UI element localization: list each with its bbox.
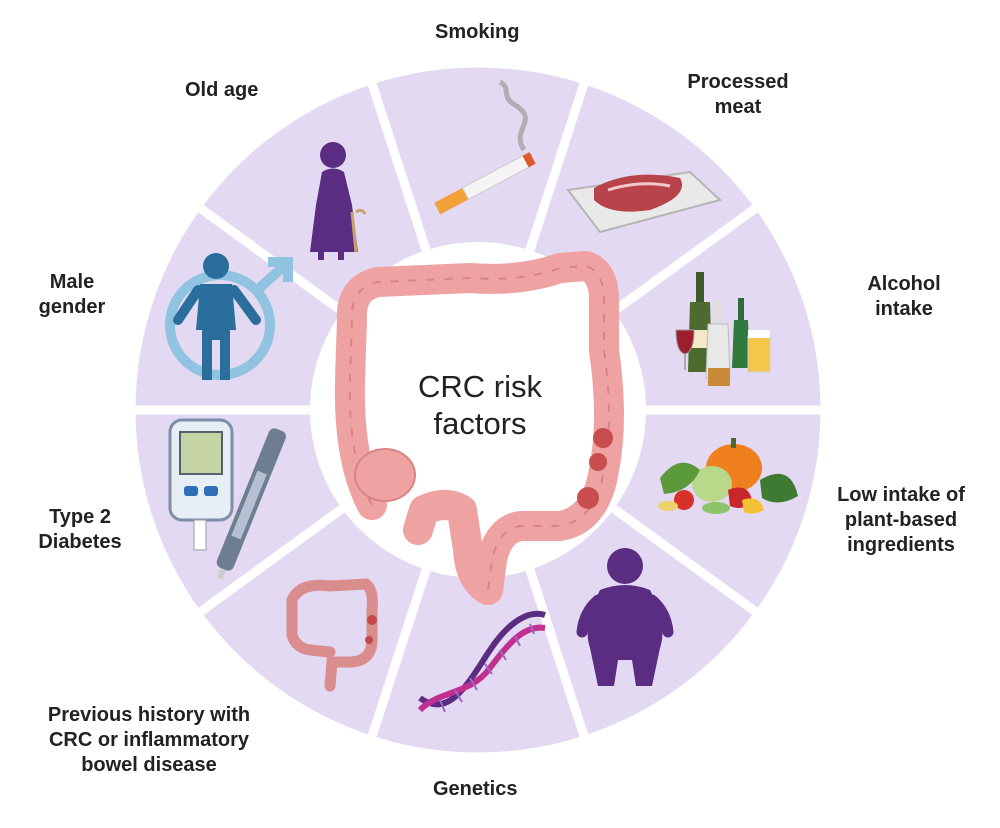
center-title: CRC risk factors <box>418 369 542 441</box>
male-person-icon <box>165 253 293 380</box>
wheel-segment-cigarette-icon <box>365 58 591 425</box>
label-male-gender: Male gender <box>38 271 106 318</box>
cigarette-icon <box>434 79 536 215</box>
label-old-age: Old age <box>185 79 259 101</box>
vegetables-icon <box>658 438 798 514</box>
label-processed-meat: Processed meat <box>687 71 789 118</box>
dna-icon <box>417 610 546 713</box>
label-type2-diabetes: Type 2 Diabetes <box>38 506 122 553</box>
label-alcohol-intake: Alcohol intake <box>867 273 941 320</box>
label-smoking: Smoking <box>435 21 520 43</box>
alcohol-bottles-icon <box>675 272 771 386</box>
inflamed-colon-icon <box>286 578 378 692</box>
label-genetics: Genetics <box>433 778 518 800</box>
obese-person-icon <box>576 548 674 686</box>
elderly-woman-icon <box>310 142 367 260</box>
glucose-meter-icon <box>168 418 286 580</box>
label-low-plant-intake: Low intake of plant-based ingredients <box>837 484 965 556</box>
meat-tray-icon <box>566 170 723 234</box>
label-previous-history: Previous history with CRC or inflammator… <box>47 704 251 776</box>
large-colon-illustration <box>334 251 624 605</box>
